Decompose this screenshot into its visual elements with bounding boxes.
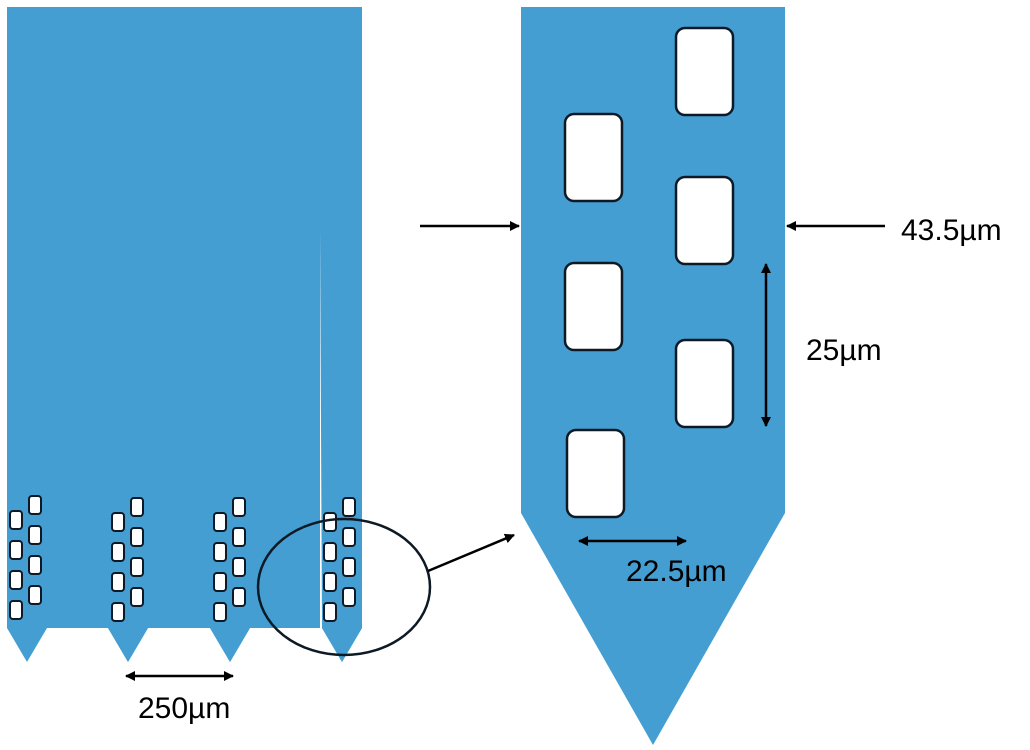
electrode-pad-small: [232, 527, 246, 547]
shank-1-electrodes: [9, 495, 42, 620]
electrode-spacing-label: 22.5µm: [626, 555, 727, 588]
electrode-pad: [674, 26, 735, 117]
electrode-pad-small: [111, 512, 125, 532]
electrode-pad-small: [323, 572, 337, 592]
probe-body: [7, 7, 362, 662]
electrode-pad-small: [130, 497, 144, 517]
electrode-pitch-label: 25µm: [806, 334, 882, 367]
electrode-pad-small: [28, 495, 42, 515]
electrode-pad-small: [130, 587, 144, 607]
electrode-pad-small: [9, 540, 23, 560]
electrode-pad-small: [28, 525, 42, 545]
electrode-pad-small: [213, 572, 227, 592]
electrode-pad-small: [213, 542, 227, 562]
shank-2-electrodes: [111, 497, 144, 622]
electrode-pad-small: [323, 602, 337, 622]
electrode-pad-small: [232, 587, 246, 607]
electrode-pad: [674, 338, 735, 429]
electrode-pad-small: [323, 542, 337, 562]
shank-width-label: 43.5µm: [901, 214, 1002, 247]
electrode-pad-small: [9, 570, 23, 590]
electrode-pad-small: [323, 512, 337, 532]
shank-pitch-label: 250µm: [138, 692, 230, 725]
electrode-pad-small: [130, 527, 144, 547]
shank-4-electrodes: [323, 497, 356, 622]
electrode-pad-small: [342, 587, 356, 607]
electrode-pad-small: [111, 572, 125, 592]
electrode-pad-small: [342, 497, 356, 517]
electrode-pad: [563, 261, 624, 352]
zoom-callout-arrow: [427, 533, 515, 573]
electrode-pad-small: [111, 542, 125, 562]
electrode-pad-small: [111, 602, 125, 622]
electrode-pad: [563, 112, 624, 203]
probe-overview: [7, 7, 362, 662]
electrode-pad-small: [342, 527, 356, 547]
zoomed-shank: [521, 7, 785, 745]
electrode-pad-small: [232, 497, 246, 517]
electrode-pad: [565, 428, 626, 519]
electrode-pad-small: [232, 557, 246, 577]
electrode-pad-small: [213, 602, 227, 622]
electrode-pad-small: [9, 510, 23, 530]
shank-3-electrodes: [213, 497, 246, 622]
electrode-pad-small: [28, 555, 42, 575]
zoomed-shank-body: [521, 7, 785, 745]
electrode-pad-small: [342, 557, 356, 577]
electrode-pad-small: [9, 600, 23, 620]
zoom-callout-ellipse: [256, 517, 432, 657]
electrode-pad: [674, 175, 735, 266]
electrode-pad-small: [130, 557, 144, 577]
electrode-pad-small: [28, 585, 42, 605]
electrode-pad-small: [213, 512, 227, 532]
